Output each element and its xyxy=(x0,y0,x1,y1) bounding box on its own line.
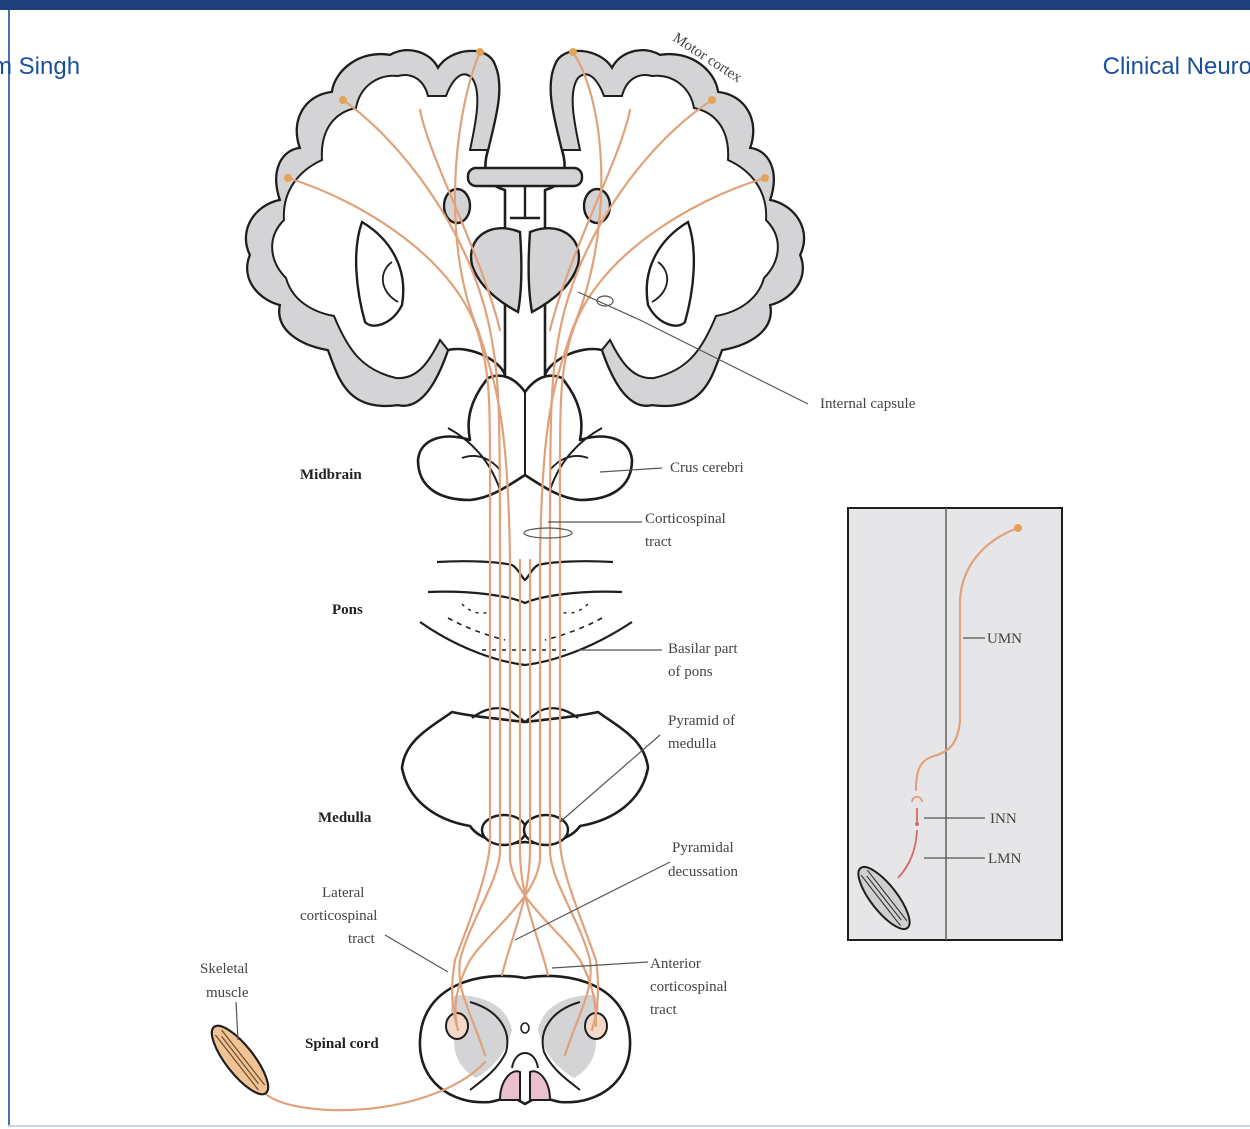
skeletal-muscle-figure xyxy=(203,1018,277,1101)
label-internal-capsule: Internal capsule xyxy=(820,396,916,412)
label-lateral-cst-3: tract xyxy=(348,931,375,947)
midbrain-section xyxy=(418,376,632,500)
label-basilar-part-1: Basilar part xyxy=(668,641,738,657)
label-basilar-part-2: of pons xyxy=(668,664,713,680)
label-pyramid-of-medulla-2: medulla xyxy=(668,736,717,752)
label-anterior-cst-3: tract xyxy=(650,1002,677,1018)
inset-label-umn: UMN xyxy=(987,631,1022,647)
label-skeletal-muscle-2: muscle xyxy=(206,985,249,1001)
label-lateral-cst-1: Lateral xyxy=(322,885,364,901)
corticospinal-tract-lines xyxy=(260,48,769,1110)
label-medulla: Medulla xyxy=(318,810,372,826)
label-pyramid-of-medulla-1: Pyramid of xyxy=(668,713,735,729)
label-corticospinal-tract-1: Corticospinal xyxy=(645,511,726,527)
label-pyramidal-decussation-2: decussation xyxy=(668,864,738,880)
label-pons: Pons xyxy=(332,602,363,618)
label-corticospinal-tract-2: tract xyxy=(645,534,672,550)
label-lateral-cst-2: corticospinal xyxy=(300,908,377,924)
label-anterior-cst-2: corticospinal xyxy=(650,979,727,995)
label-crus-cerebri: Crus cerebri xyxy=(670,460,744,476)
medulla-section xyxy=(402,708,648,845)
label-skeletal-muscle-1: Skeletal xyxy=(200,961,248,977)
label-spinal-cord: Spinal cord xyxy=(305,1036,379,1052)
motor-neuron-inset: UMN INN LMN xyxy=(848,508,1062,940)
label-leader-lines xyxy=(236,292,808,1040)
inset-label-inn: INN xyxy=(990,811,1017,827)
cerebrum-section xyxy=(246,50,804,406)
label-midbrain: Midbrain xyxy=(300,467,362,483)
label-pyramidal-decussation-1: Pyramidal xyxy=(672,840,734,856)
label-anterior-cst-1: Anterior xyxy=(650,956,701,972)
inset-label-lmn: LMN xyxy=(988,851,1022,867)
